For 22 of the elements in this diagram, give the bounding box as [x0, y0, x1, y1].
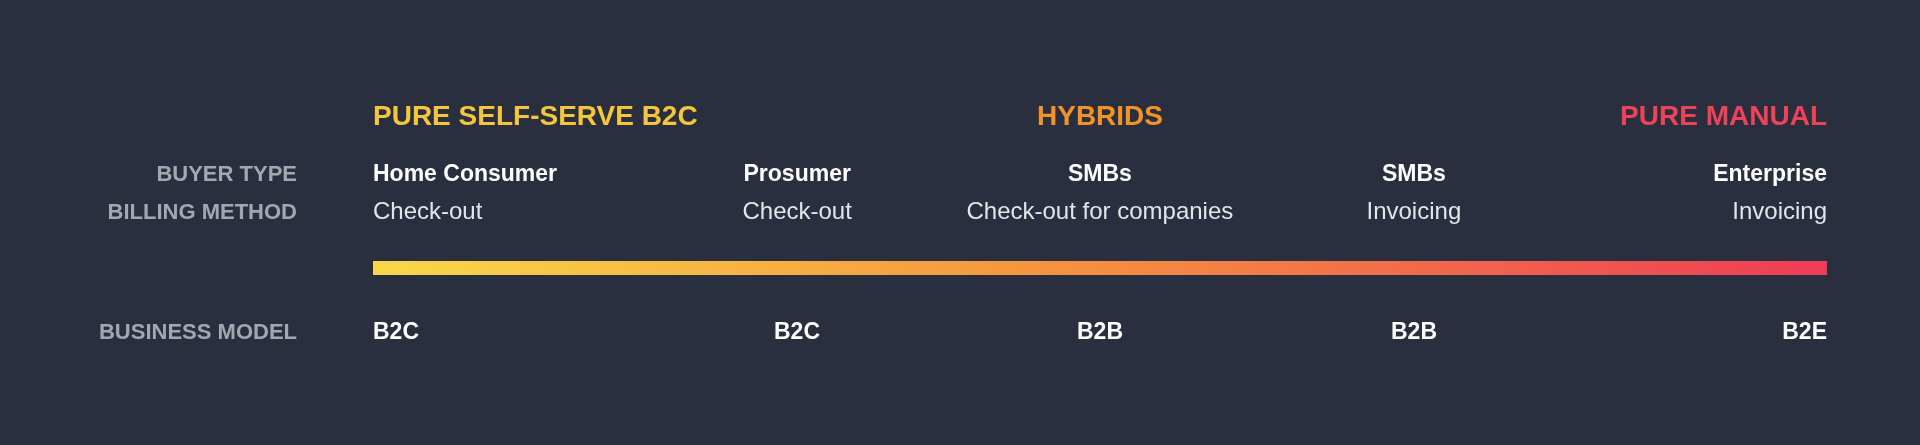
row-label: BILLING METHOD [107, 198, 297, 224]
buyer-type-text: SMBs [1382, 160, 1446, 187]
billing-method-text: Check-out [373, 197, 483, 225]
row-label: BUYER TYPE [156, 160, 297, 186]
row-label: BUSINESS MODEL [98, 318, 297, 344]
spectrum-heading: PURE SELF-SERVE B2C [373, 100, 698, 133]
business-model-text: B2E [1782, 318, 1827, 345]
billing-method-text: Check-out for companies [966, 197, 1234, 225]
buyer-type-text: Prosumer [743, 160, 851, 187]
billing-method-text: Invoicing [1366, 197, 1462, 225]
business-model-text: B2C [373, 318, 419, 345]
spectrum-bar [373, 261, 1827, 275]
buyer-type-text: Enterprise [1713, 160, 1827, 187]
billing-method-text: Invoicing [1732, 197, 1827, 225]
buyer-type-text: Home Consumer [373, 160, 558, 187]
billing-method-text: Check-out [742, 197, 852, 225]
spectrum-heading: PURE MANUAL [1620, 100, 1827, 133]
business-model-text: B2C [774, 318, 820, 345]
buyer-type-text: SMBs [1068, 160, 1132, 187]
business-model-text: B2B [1077, 318, 1123, 345]
business-model-text: B2B [1391, 318, 1437, 345]
spectrum-heading: HYBRIDS [1037, 100, 1163, 133]
